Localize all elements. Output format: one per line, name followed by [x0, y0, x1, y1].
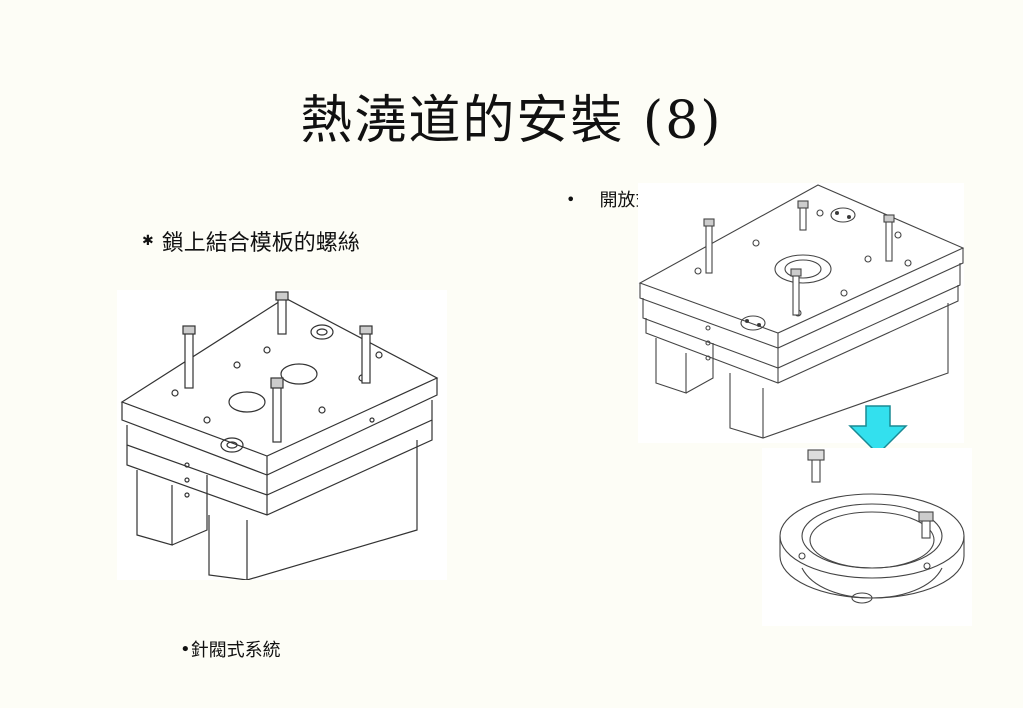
bullet-lock-screws-text: 鎖上結合模板的螺絲: [161, 231, 360, 256]
locating-ring-detail-illustration: [762, 448, 972, 626]
bullet-lock-screws: ✱ 鎖上結合模板的螺絲: [142, 225, 360, 257]
slide-title: 熱澆道的安裝 (8): [300, 91, 723, 151]
bullet-valve-gate-system-text: 針閥式系統: [190, 640, 281, 661]
dot-bullet-icon: •: [180, 638, 191, 660]
valve-gate-mold-illustration: [117, 290, 447, 580]
asterisk-bullet-icon: ✱: [142, 233, 154, 249]
down-arrow-icon: [848, 404, 908, 456]
open-system-mold-illustration: [638, 183, 964, 443]
bullet-valve-gate-system: • 針閥式系統: [180, 636, 281, 662]
dot-bullet-icon: •: [566, 189, 576, 209]
